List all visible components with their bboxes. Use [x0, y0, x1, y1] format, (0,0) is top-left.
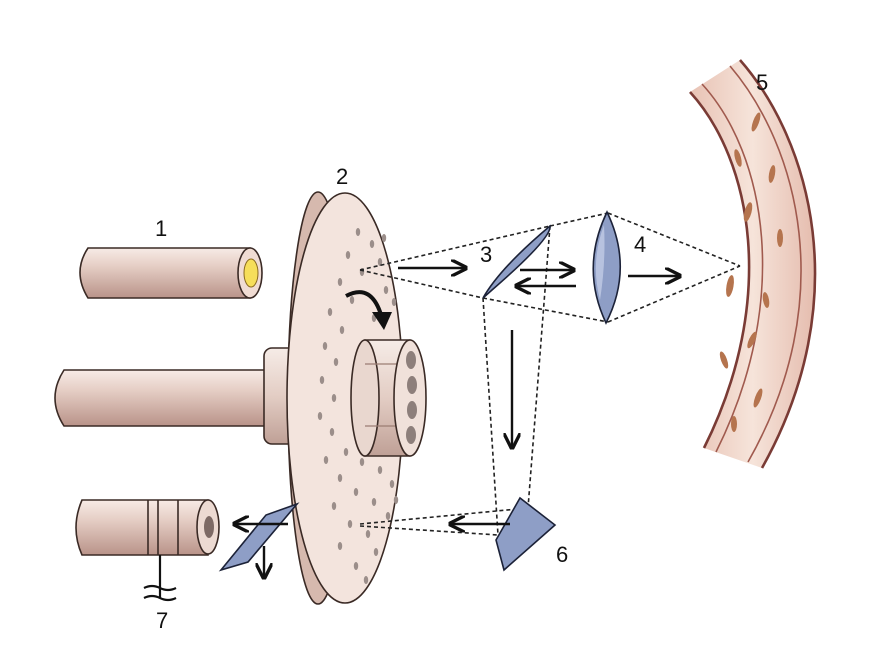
label-3: 3 — [480, 242, 492, 267]
detector-tube — [75, 499, 220, 602]
objective-lens — [592, 210, 621, 325]
label-2: 2 — [336, 164, 348, 189]
tissue-cells — [719, 112, 783, 432]
disk-hub — [350, 339, 427, 457]
nipkow-disk — [286, 191, 427, 605]
detector-mirror — [218, 502, 300, 572]
label-1: 1 — [155, 216, 167, 241]
beam-paths — [359, 212, 741, 536]
deflecting-mirror — [495, 496, 557, 572]
light-arrows — [234, 268, 680, 578]
light-source-tube — [79, 247, 263, 299]
label-4: 4 — [634, 232, 646, 257]
label-7: 7 — [156, 608, 168, 633]
dichroic-mirror — [482, 224, 551, 299]
detector-cable — [143, 555, 177, 602]
drive-shaft — [54, 347, 299, 445]
label-5: 5 — [756, 70, 768, 95]
disk-pinholes — [317, 228, 399, 584]
rotation-arrow-head — [372, 312, 392, 330]
label-6: 6 — [556, 542, 568, 567]
tissue-sample — [689, 59, 817, 469]
